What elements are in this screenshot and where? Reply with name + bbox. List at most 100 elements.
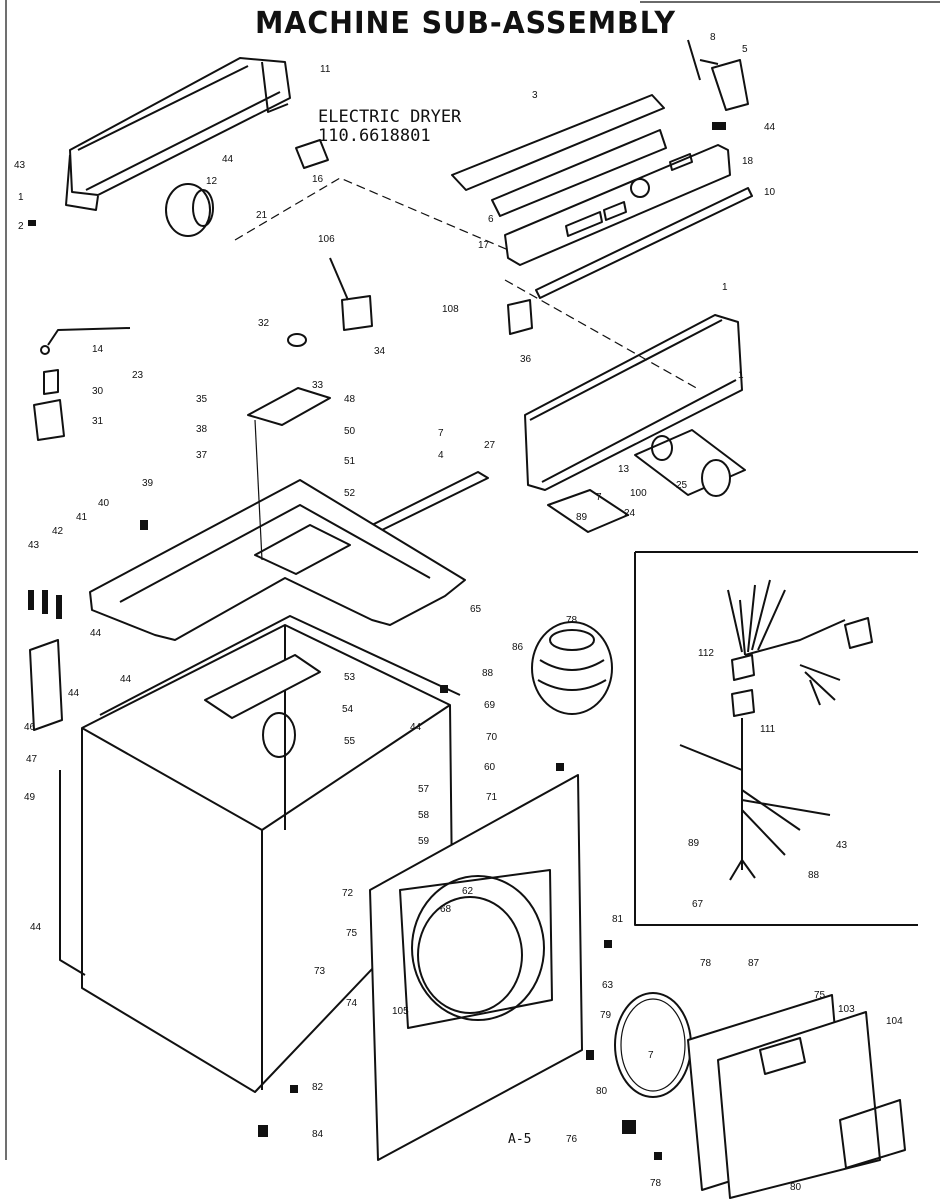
clip-wire	[687, 39, 719, 81]
harness-branch	[799, 664, 841, 706]
bulkhead-recess	[399, 869, 553, 1029]
knob-group	[547, 429, 746, 533]
screw-82	[290, 1085, 298, 1093]
connector-112	[731, 654, 755, 681]
bulkhead-71	[369, 774, 583, 1161]
hinge-part	[622, 1120, 636, 1134]
callout-43b: 43	[28, 540, 40, 551]
callout-39: 39	[142, 478, 154, 489]
callout-25: 25	[676, 480, 688, 491]
callout-82: 82	[312, 1082, 324, 1093]
callout-79: 79	[600, 1010, 612, 1021]
callout-41: 41	[76, 512, 88, 523]
knob-13	[651, 435, 673, 461]
top-plate-body	[89, 479, 466, 641]
blower-housing	[531, 621, 613, 715]
inset-frame	[634, 551, 918, 926]
callout-43c: 43	[836, 840, 848, 851]
console-display	[565, 201, 627, 237]
blower-86	[531, 621, 613, 715]
callout-65: 65	[470, 604, 482, 615]
leader-dashed-1	[234, 177, 521, 256]
callout-5: 5	[742, 44, 748, 55]
callout-3: 3	[532, 90, 538, 101]
callout-88b: 88	[808, 870, 820, 881]
callout-53: 53	[344, 672, 356, 683]
callout-44f: 44	[410, 722, 422, 733]
timer-motor	[165, 183, 214, 237]
callout-78c: 78	[700, 958, 712, 969]
bracket-52	[371, 471, 489, 531]
callout-44b: 44	[764, 122, 776, 133]
bracket-46	[29, 639, 63, 731]
callout-54: 54	[342, 704, 354, 715]
callout-1a: 1	[18, 192, 24, 203]
door-opening-inner	[417, 896, 523, 1014]
callout-16: 16	[312, 174, 324, 185]
callout-30: 30	[92, 386, 104, 397]
wire-106	[329, 257, 349, 301]
callout-23: 23	[132, 370, 144, 381]
callout-68: 68	[440, 904, 452, 915]
screws	[28, 220, 662, 1160]
callout-78b: 78	[650, 1178, 662, 1189]
screw-79	[586, 1050, 594, 1060]
screw-60	[556, 763, 564, 771]
callout-32: 32	[258, 318, 270, 329]
harness-plug	[844, 617, 873, 649]
plate-89	[547, 489, 629, 533]
callout-59: 59	[418, 836, 430, 847]
callout-13: 13	[618, 464, 630, 475]
part-30	[43, 369, 59, 395]
callout-42: 42	[52, 526, 64, 537]
screw-2	[28, 220, 36, 226]
control-panel-assembly	[451, 94, 753, 299]
callout-103: 103	[838, 1004, 855, 1015]
callout-18: 18	[742, 156, 754, 167]
callout-73: 73	[314, 966, 326, 977]
callout-4: 4	[438, 450, 444, 461]
callout-86: 86	[512, 642, 524, 653]
callout-46: 46	[24, 722, 36, 733]
clip-body	[711, 59, 749, 111]
door-handle-104	[839, 1099, 906, 1169]
side-panel-49	[59, 770, 86, 976]
front-panel	[504, 279, 743, 491]
clip-part-5	[687, 39, 749, 111]
knob-bracket-24	[634, 429, 746, 496]
callout-87a: 87	[748, 958, 760, 969]
timer-motor-body	[165, 183, 211, 237]
callout-111: 111	[760, 724, 776, 735]
harness-main	[744, 619, 846, 656]
callout-63: 63	[602, 980, 614, 991]
screw-66	[440, 685, 448, 693]
top-plate-inner	[119, 504, 431, 603]
callout-33: 33	[312, 380, 324, 391]
front-panel-lip	[529, 319, 737, 483]
callout-70: 70	[486, 732, 498, 743]
model-label: ELECTRIC DRYER 110.6618801	[318, 108, 461, 146]
door-assembly	[687, 994, 906, 1199]
callout-2: 2	[18, 221, 24, 232]
leader-dashed-2	[504, 279, 701, 391]
screw-43	[28, 590, 34, 610]
console-base-strip-10	[535, 187, 753, 299]
part-32	[287, 333, 307, 347]
door-latch	[759, 1037, 806, 1075]
callout-74: 74	[346, 998, 358, 1009]
callout-89a: 89	[576, 512, 588, 523]
screw-44-top	[712, 122, 726, 130]
top-plate	[89, 419, 466, 641]
screw-42	[42, 590, 48, 614]
heater-53	[204, 654, 321, 719]
cover-48	[247, 387, 331, 426]
callout-1c: 1	[738, 370, 744, 381]
rear-rail-body	[69, 57, 291, 196]
panel-bar	[491, 129, 667, 217]
callout-1b: 1	[722, 282, 728, 293]
door-seal-63	[614, 992, 692, 1098]
callout-48: 48	[344, 394, 356, 405]
callout-27: 27	[484, 440, 496, 451]
callout-38: 38	[196, 424, 208, 435]
